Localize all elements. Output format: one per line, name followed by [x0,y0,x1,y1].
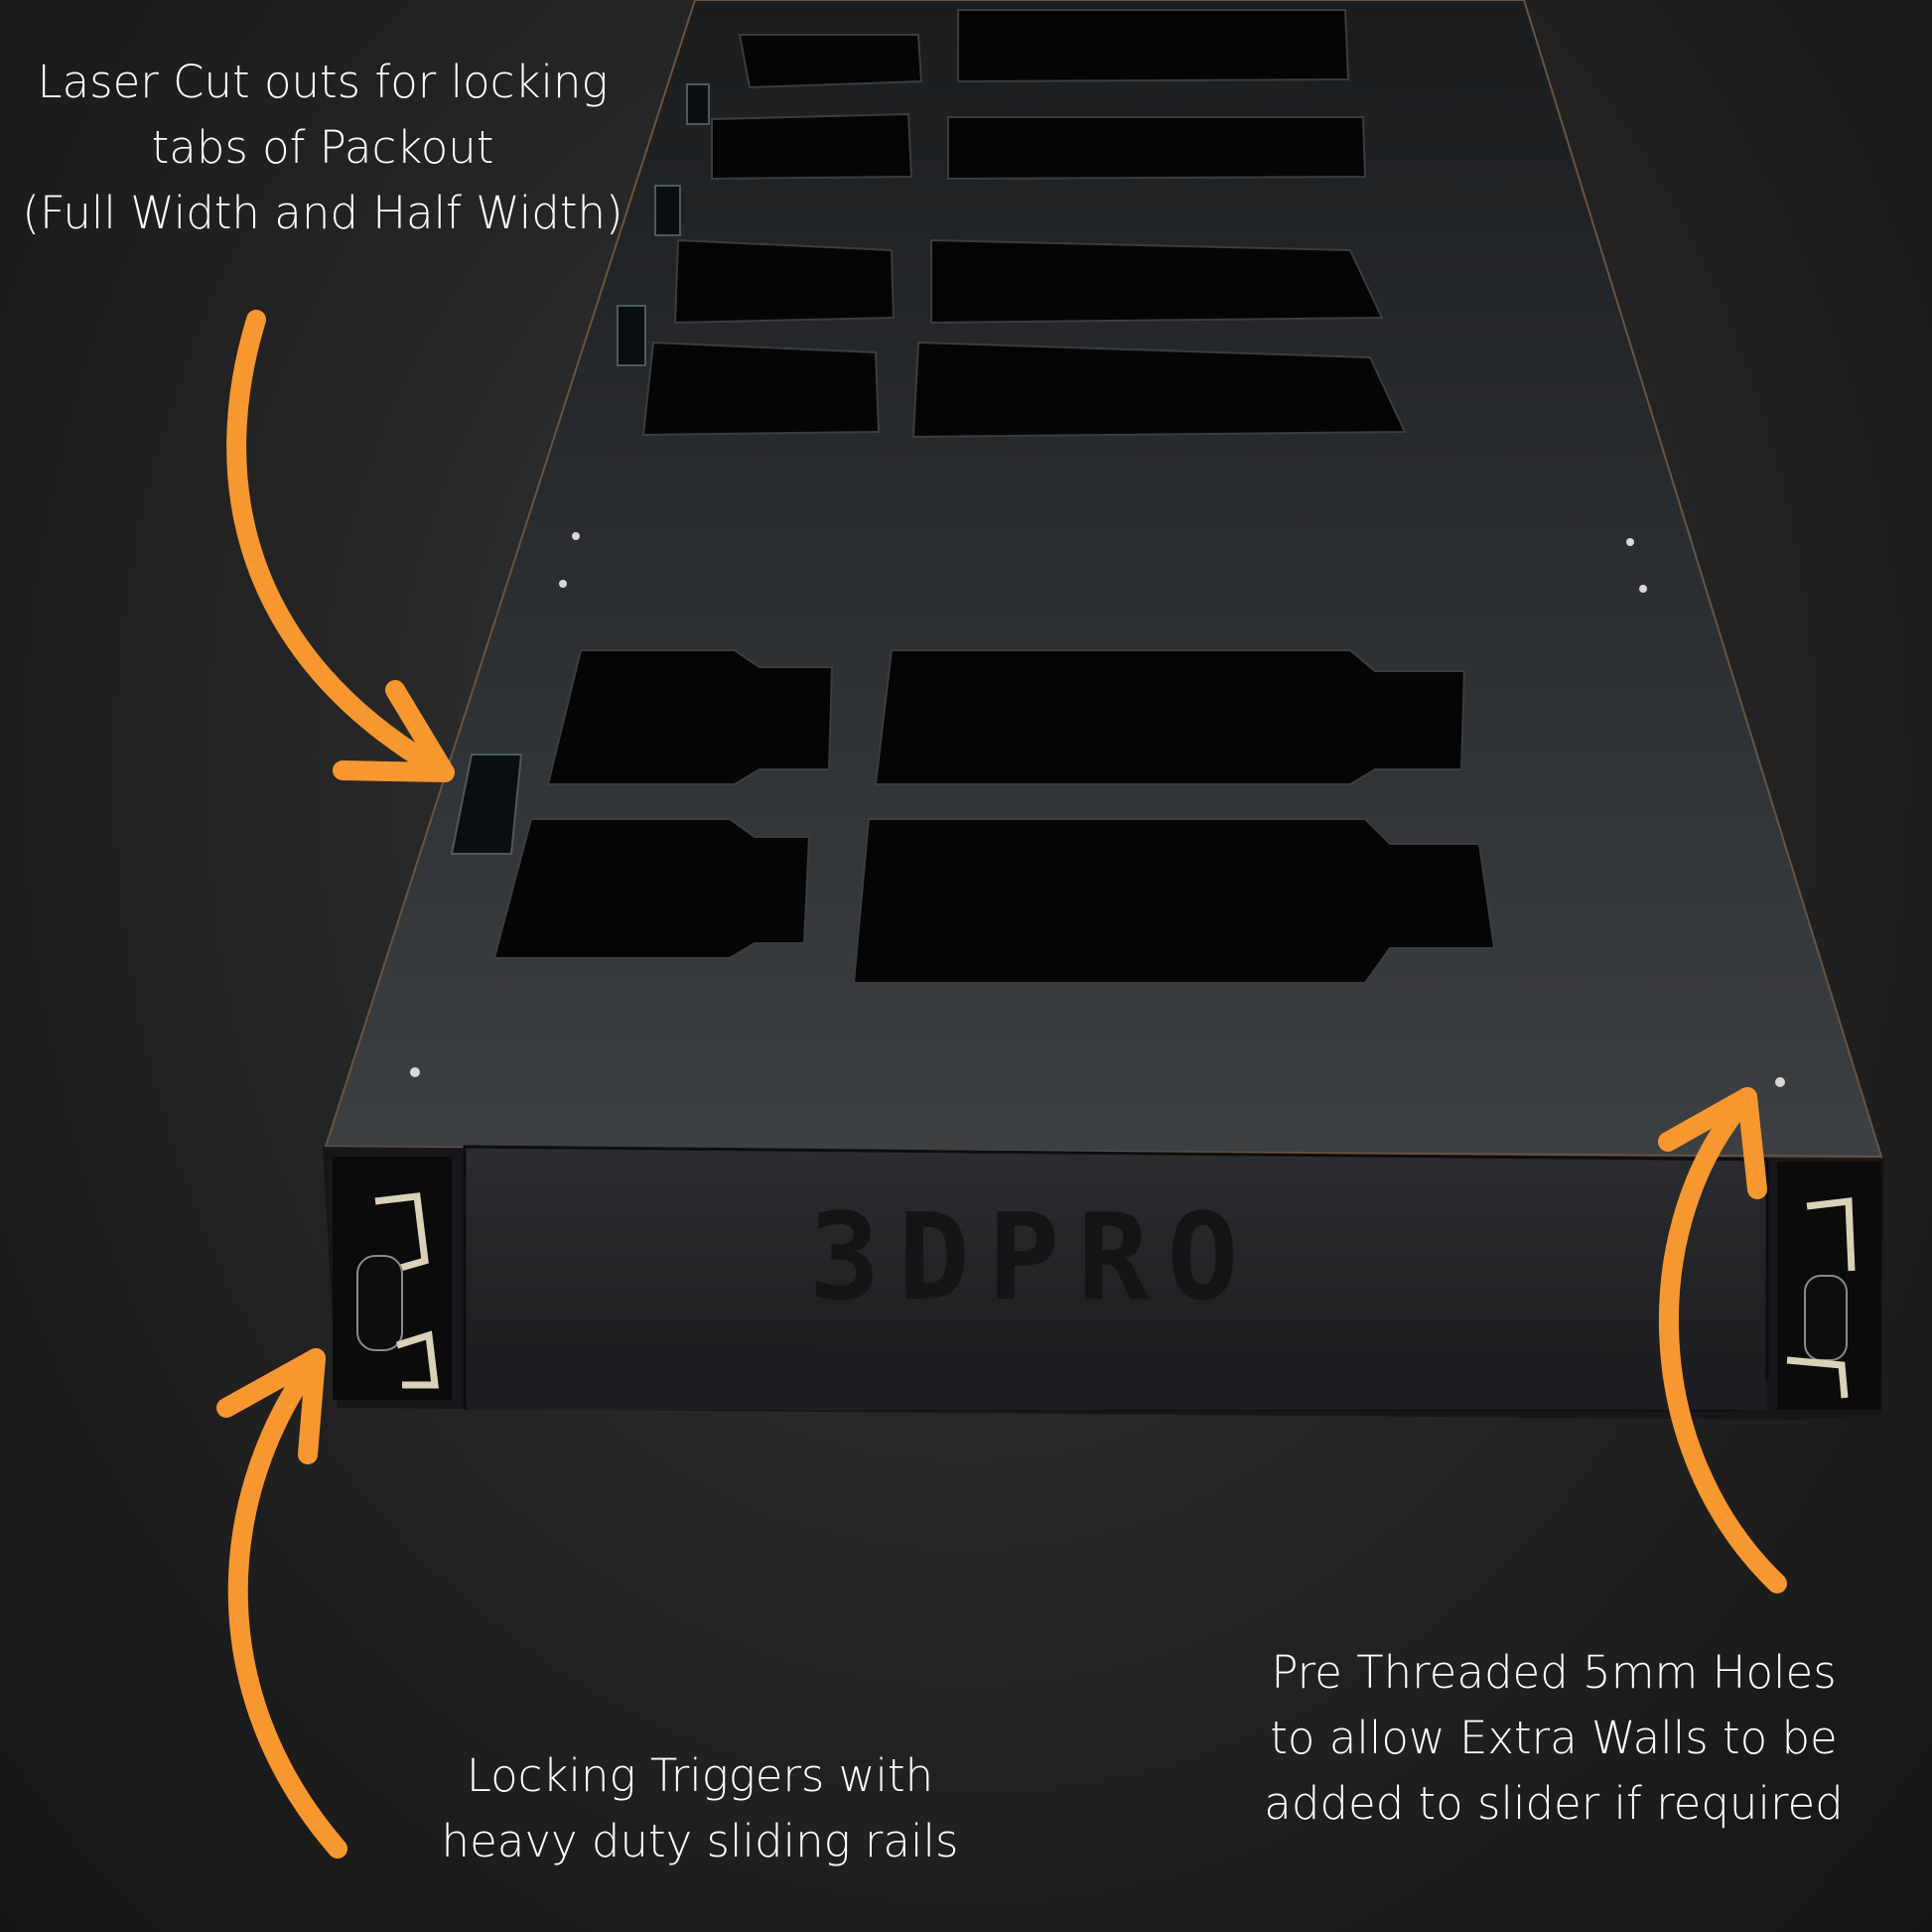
tab-slots [450,83,710,855]
caption-line: tabs of Packout [151,121,494,174]
caption-line: heavy duty sliding rails [441,1815,959,1867]
threaded-holes-caption: Pre Threaded 5mm Holes to allow Extra Wa… [1241,1640,1866,1837]
left-rail-trigger [333,1157,452,1400]
front-face: 3DPRO [323,1145,1884,1420]
caption-line: Locking Triggers with [466,1749,934,1802]
arrow-to-tab-slot-icon [226,310,455,782]
caption-line: Pre Threaded 5mm Holes [1271,1646,1837,1699]
caption-line: to allow Extra Walls to be [1270,1712,1838,1764]
threaded-holes [410,532,1785,1087]
laser-cutouts-caption: Laser Cut outs for locking tabs of Packo… [0,50,645,246]
caption-line: (Full Width and Half Width) [22,187,623,239]
right-rail-trigger [1777,1162,1881,1410]
arrow-to-threaded-hole-icon [1658,1087,1787,1593]
cutouts [492,9,1496,984]
arrow-to-rail-trigger-icon [216,1348,347,1859]
locking-triggers-caption: Locking Triggers with heavy duty sliding… [417,1743,983,1874]
brand-logo: 3DPRO [808,1189,1256,1327]
caption-line: Laser Cut outs for locking [37,56,609,108]
caption-line: added to slider if required [1264,1777,1844,1830]
